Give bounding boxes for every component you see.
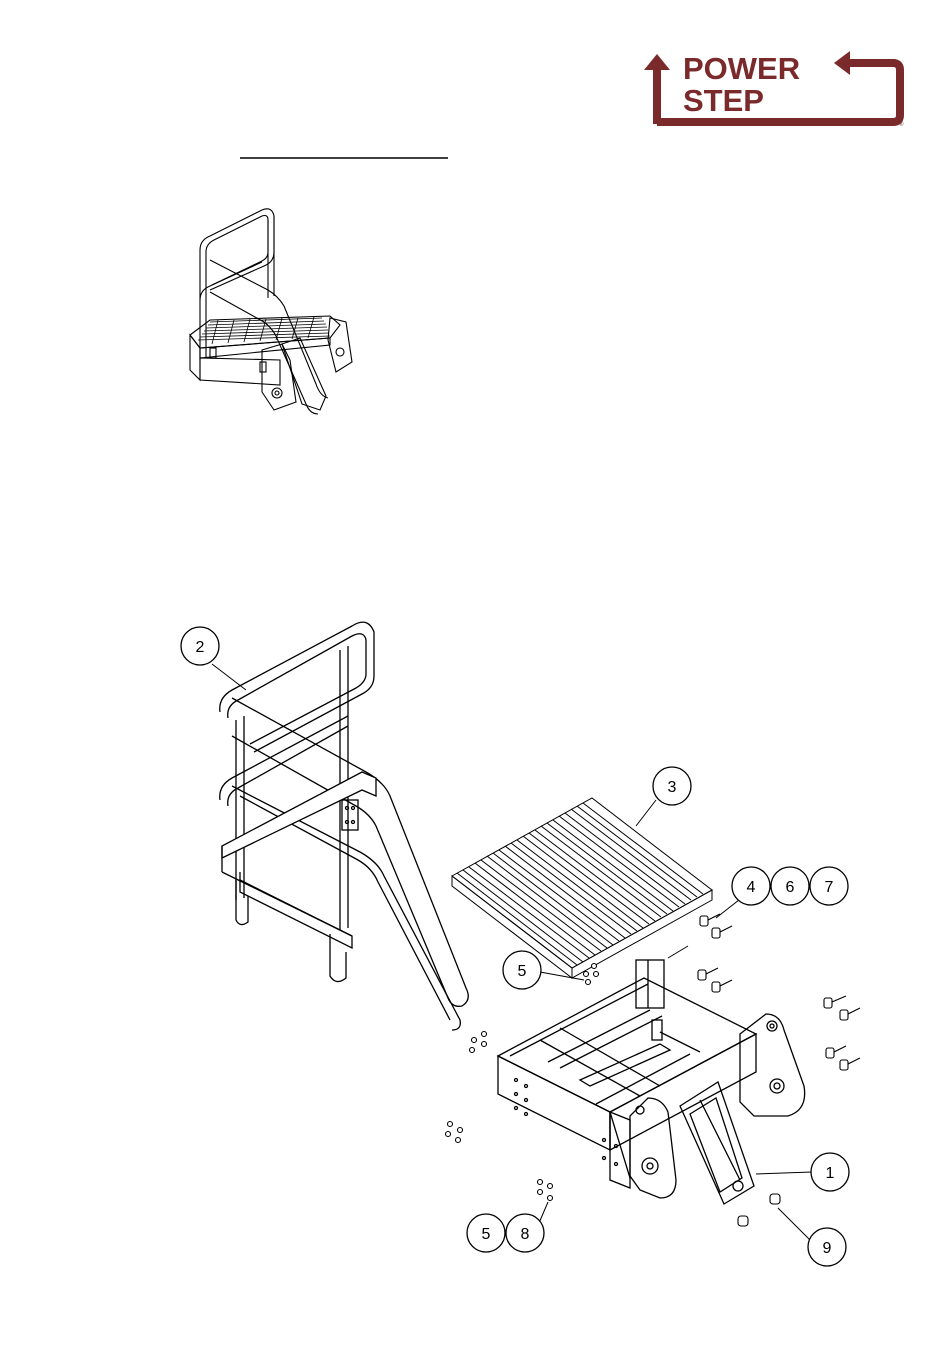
svg-text:2: 2 [196,639,205,656]
callout-item-8: 8 [506,1214,544,1252]
callout-item-9: 9 [808,1228,846,1266]
svg-text:9: 9 [823,1240,832,1257]
svg-text:5: 5 [482,1226,491,1243]
hex-bolt [824,996,846,1008]
power-step-logo: POWER STEP ® [644,51,904,128]
handrail-assembly-drawing [220,622,469,1030]
logo-arrow-up-icon [644,54,670,70]
svg-text:5: 5 [518,963,527,980]
assembled-view-drawing [190,209,352,414]
hex-bolt [826,1046,846,1058]
hex-bolt [700,914,720,926]
callout-item-1: 1 [811,1153,849,1191]
svg-text:1: 1 [826,1165,835,1182]
callout-item-5-lower: 5 [467,1214,505,1252]
callout-item-4: 4 [732,867,770,905]
svg-text:6: 6 [786,879,795,896]
hex-bolt [712,926,732,938]
logo-line2: STEP [683,83,764,118]
hex-bolt [840,1058,860,1070]
svg-text:4: 4 [747,879,756,896]
step-frame-drawing [498,960,805,1204]
logo-line1: POWER [683,51,800,86]
hex-bolt [712,980,732,992]
callout-item-7: 7 [810,867,848,905]
bushing [738,1216,748,1226]
callout-item-2: 2 [181,627,219,665]
leader-lines [212,664,812,1240]
svg-text:7: 7 [825,879,834,896]
hex-bolt [698,968,718,980]
logo-registered: ® [899,121,904,128]
hex-bolt [840,1008,860,1020]
callout-item-3: 3 [653,767,691,805]
svg-text:8: 8 [521,1226,530,1243]
callout-item-6: 6 [771,867,809,905]
logo-arrow-left-icon [834,51,850,75]
bushing [770,1194,780,1204]
grating-drawing [452,798,712,978]
callout-item-5-upper: 5 [503,951,541,989]
svg-text:3: 3 [668,779,677,796]
